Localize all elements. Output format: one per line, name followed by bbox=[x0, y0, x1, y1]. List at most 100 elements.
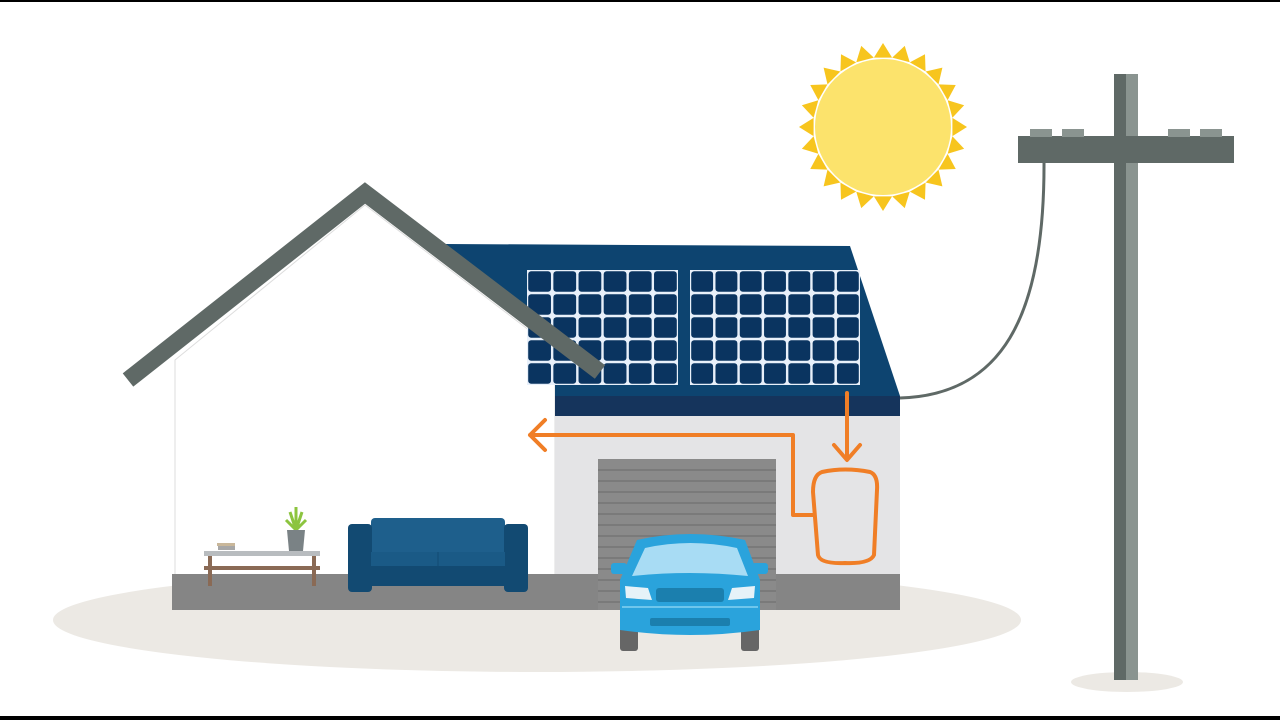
sun-ray bbox=[840, 182, 857, 200]
power-cable bbox=[899, 159, 1046, 400]
sun-ray bbox=[856, 45, 874, 63]
solar-cell bbox=[715, 340, 738, 361]
sun-ray bbox=[840, 54, 857, 72]
solar-cell bbox=[528, 294, 551, 315]
sofa bbox=[348, 518, 528, 592]
pole-shadow bbox=[1071, 672, 1183, 692]
solar-cell bbox=[812, 340, 835, 361]
utility-pole bbox=[1018, 74, 1234, 680]
gable-roof bbox=[122, 182, 606, 387]
solar-cell bbox=[788, 271, 811, 292]
sun-ray bbox=[873, 43, 893, 58]
solar-cell bbox=[654, 271, 677, 292]
sun-ray bbox=[892, 191, 910, 209]
solar-cell bbox=[528, 340, 551, 361]
solar-cell bbox=[739, 317, 762, 338]
solar-cell bbox=[691, 294, 714, 315]
solar-cell bbox=[764, 340, 786, 361]
solar-cell bbox=[553, 363, 577, 384]
solar-cell bbox=[691, 363, 714, 384]
solar-cell bbox=[528, 271, 551, 292]
solar-cell bbox=[836, 363, 859, 384]
solar-cell bbox=[691, 271, 714, 292]
coffee-table bbox=[204, 543, 320, 586]
sun-ray bbox=[925, 67, 943, 85]
potted-plant bbox=[284, 507, 308, 551]
solar-cell bbox=[739, 340, 762, 361]
sun-ray bbox=[799, 117, 814, 137]
solar-panel bbox=[690, 270, 860, 385]
solar-cell bbox=[628, 363, 652, 384]
solar-cell bbox=[788, 340, 811, 361]
sun-ray bbox=[801, 136, 819, 154]
solar-cell bbox=[603, 294, 627, 315]
solar-cell bbox=[836, 271, 859, 292]
energy-flow-lines bbox=[528, 391, 880, 566]
roof-fascia bbox=[555, 396, 900, 416]
sun-ray bbox=[810, 84, 828, 101]
solar-cell bbox=[836, 294, 859, 315]
sun-ray bbox=[925, 169, 943, 187]
solar-cell bbox=[628, 340, 652, 361]
solar-cell bbox=[654, 363, 677, 384]
solar-cell bbox=[812, 363, 835, 384]
sun-ray bbox=[810, 153, 828, 170]
sun-ray bbox=[892, 45, 910, 63]
sun-ray bbox=[909, 182, 926, 200]
sun bbox=[799, 43, 967, 211]
solar-cell bbox=[739, 271, 762, 292]
sun-ray bbox=[938, 84, 956, 101]
solar-cell bbox=[788, 317, 811, 338]
solar-cell bbox=[628, 294, 652, 315]
sun-ray bbox=[856, 191, 874, 209]
sun-ray bbox=[873, 196, 893, 211]
solar-cell bbox=[788, 363, 811, 384]
solar-cell bbox=[836, 340, 859, 361]
sun-ray bbox=[823, 169, 841, 187]
solar-cell bbox=[764, 317, 786, 338]
solar-cell bbox=[654, 294, 677, 315]
solar-cell bbox=[812, 317, 835, 338]
solar-cell bbox=[715, 317, 738, 338]
solar-cell bbox=[691, 317, 714, 338]
solar-cell bbox=[654, 340, 677, 361]
solar-cell bbox=[654, 317, 677, 338]
sun-ray bbox=[909, 54, 926, 72]
solar-cell bbox=[715, 363, 738, 384]
solar-cell bbox=[764, 363, 786, 384]
solar-cell bbox=[715, 294, 738, 315]
solar-cell bbox=[812, 271, 835, 292]
solar-cell bbox=[739, 294, 762, 315]
solar-cell bbox=[628, 317, 652, 338]
solar-cell bbox=[578, 294, 602, 315]
sun-ray bbox=[947, 100, 965, 118]
battery-to-home-arrow bbox=[528, 418, 815, 517]
solar-cell bbox=[764, 271, 786, 292]
house-floor bbox=[172, 574, 900, 610]
solar-cell bbox=[628, 271, 652, 292]
solar-cell bbox=[553, 271, 577, 292]
sun-ray bbox=[952, 117, 967, 137]
solar-cell bbox=[715, 271, 738, 292]
solar-cell bbox=[603, 363, 627, 384]
sun-ray bbox=[823, 67, 841, 85]
solar-cell bbox=[603, 271, 627, 292]
sun-ray bbox=[947, 136, 965, 154]
solar-cell bbox=[528, 363, 551, 384]
home-battery bbox=[811, 467, 880, 566]
solar-cell bbox=[603, 340, 627, 361]
car bbox=[611, 534, 768, 651]
solar-cell bbox=[788, 294, 811, 315]
solar-cell bbox=[812, 294, 835, 315]
sun-ray bbox=[938, 153, 956, 170]
solar-cell bbox=[691, 340, 714, 361]
solar-to-battery-arrow bbox=[832, 391, 862, 462]
sun-ray bbox=[801, 100, 819, 118]
solar-cell bbox=[578, 271, 602, 292]
solar-cell bbox=[836, 317, 859, 338]
solar-cell bbox=[739, 363, 762, 384]
solar-cell bbox=[603, 317, 627, 338]
solar-cell bbox=[553, 294, 577, 315]
solar-cell bbox=[578, 317, 602, 338]
